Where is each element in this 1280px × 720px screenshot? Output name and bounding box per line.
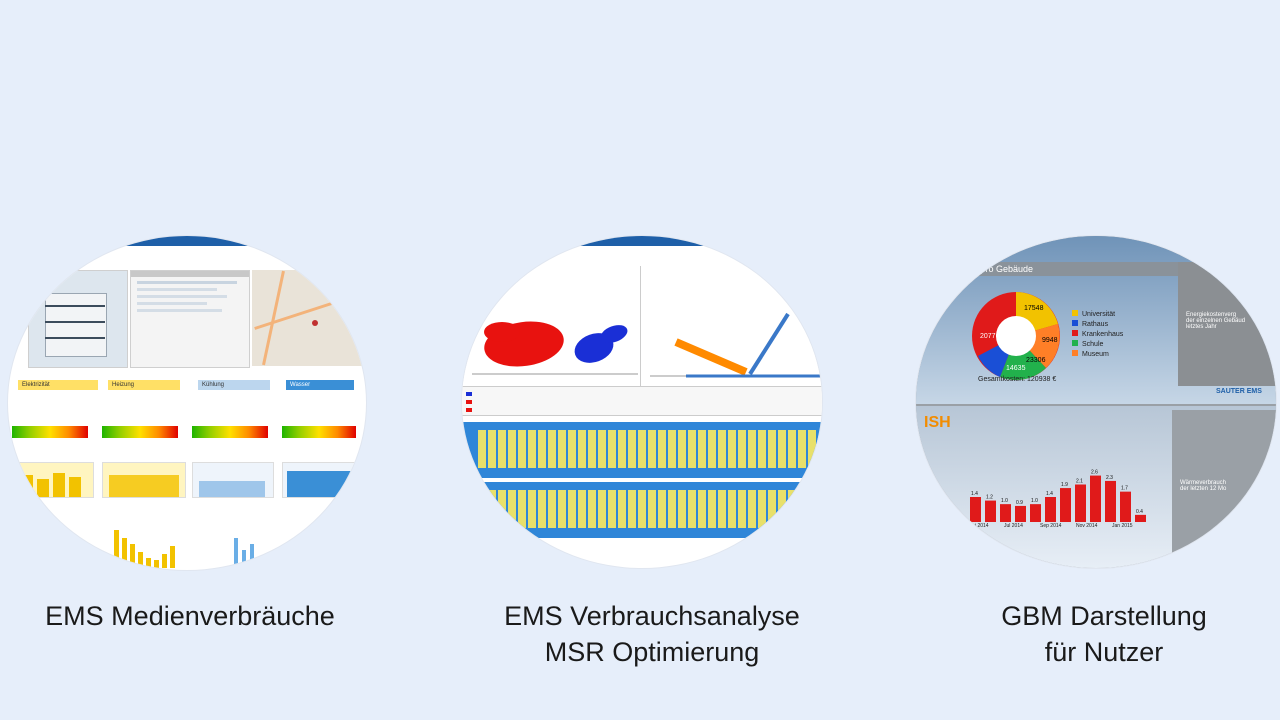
legend-table [462,386,822,416]
heat-bar-label: 1.4 [971,491,978,497]
caption-line: für Nutzer [1044,637,1164,667]
tile-elektrizitat[interactable]: Elektrizität [18,380,98,390]
heat-bar [1135,514,1146,522]
heat-x-tick: Sep 2014 [1040,523,1062,528]
caption-line: GBM Darstellung [1001,601,1207,631]
caption-ems-verbrauchsanalyse[interactable]: EMS Verbrauchsanalyse MSR Optimierung [442,598,862,670]
heat-bar-chart: 1.4 1.2 1.0 0.9 1.0 1.4 1.9 2.1 2.6 2.3 1.7 0.4Mai … [968,470,1146,528]
heat-bar-label: 2.6 [1091,470,1098,476]
timeline-band-2 [462,482,822,538]
heat-bar-label: 0.4 [1136,509,1143,515]
heat-x-tick: Jul 2014 [1004,523,1023,528]
chart-elektrizitat [12,462,94,498]
legend-item: Rathaus [1072,320,1123,330]
thumbnail-ems-medienverbrauche[interactable]: Elektrizität Heizung Kühlung Wasser [8,236,366,570]
heat-bar [1105,480,1116,522]
svg-text:17548: 17548 [1024,305,1044,312]
caption-line: EMS Medienverbräuche [45,601,335,631]
tree-list-panel[interactable] [130,270,250,368]
gauge-bar [12,426,88,438]
tile-wasser[interactable]: Wasser [286,380,354,390]
caption-line: MSR Optimierung [544,637,760,667]
bottom-chart-blue [194,524,274,568]
legend-item: Universität [1072,310,1123,320]
tile-label: Heizung [112,382,135,388]
heat-bar [1060,488,1071,522]
scatter-plot-right [646,266,822,386]
caption-gbm-darstellung[interactable]: GBM Darstellung für Nutzer [894,598,1280,670]
heat-bar-label: 1.4 [1046,491,1053,497]
side-info-panel: Energiekostenverg der einzelnen Gebäud l… [1178,262,1276,386]
heat-bar-label: 1.9 [1061,482,1068,488]
gauge-bar [102,426,178,438]
heat-bar [1045,497,1056,522]
heat-panel: ISH 1.4 1.2 1.0 0.9 1.0 1.4 1.9 2.1 2.6 2.3 1.7 0.4… [916,406,1276,568]
heat-bar [1000,504,1011,522]
heat-x-tick: Mai 2014 [968,523,989,528]
thumbnail-gbm-darstellung[interactable]: osten pro Gebäude 17548 20776 9948 14635… [916,236,1276,568]
svg-text:23306: 23306 [1026,357,1046,364]
caption-line: EMS Verbrauchsanalyse [504,601,800,631]
costs-header: osten pro Gebäude [916,262,1216,276]
ish-logo: ISH [924,414,951,431]
total-costs: Gesamtkosten: 120938 € [978,376,1057,383]
svg-text:20776: 20776 [980,333,1000,340]
tile-kuhlung[interactable]: Kühlung [198,380,270,390]
svg-text:14635: 14635 [1006,365,1026,372]
tile-label: Elektrizität [22,382,50,388]
map-marker-icon[interactable] [312,320,318,326]
window-titlebar [8,236,366,246]
tile-label: Wasser [290,382,311,388]
heat-bar [1120,491,1131,522]
heat-bar [970,497,981,522]
heat-bar [1015,505,1026,522]
costs-panel: osten pro Gebäude 17548 20776 9948 14635… [916,236,1276,404]
map-view[interactable] [252,270,362,366]
pie-chart: 17548 20776 9948 14635 23306 [972,292,1060,380]
heat-x-tick: Jan 2015 [1112,523,1133,528]
svg-text:9948: 9948 [1042,337,1058,344]
chart-heizung [102,462,186,498]
heat-bar-label: 1.0 [1031,498,1038,504]
scatter-plot-left [462,266,641,386]
heat-x-tick: Nov 2014 [1076,523,1098,528]
chart-wasser [282,462,360,498]
window-titlebar [462,236,822,246]
legend-item: Krankenhaus [1072,330,1123,340]
tile-label: Kühlung [202,382,225,388]
pie-legend: Universität Rathaus Krankenhaus Schule M… [1072,310,1123,360]
bottom-chart-yellow [104,524,186,568]
gauge-bar [282,426,356,438]
heat-bar [1030,504,1041,522]
heat-bar-label: 2.3 [1106,475,1113,481]
heat-bar-label: 1.7 [1121,486,1128,492]
tile-heizung[interactable]: Heizung [108,380,180,390]
heat-bar [1075,484,1086,522]
heat-bar-label: 1.2 [986,495,993,501]
caption-ems-medienverbrauche[interactable]: EMS Medienverbräuche [0,598,400,634]
heat-bar [985,500,996,522]
legend-item: Museum [1072,350,1123,360]
gauge-bar [192,426,268,438]
heat-bar [1090,475,1101,522]
heat-side-panel: Wärmeverbrauch der letzten 12 Mo [1172,410,1276,568]
heat-bar-label: 1.0 [1001,498,1008,504]
building-photo [28,270,128,368]
timeline-band-1 [462,422,822,478]
sauter-ems-logo: SAUTER EMS [1216,388,1262,395]
thumbnail-ems-verbrauchsanalyse[interactable] [462,236,822,568]
media-tiles-row: Elektrizität Heizung Kühlung Wasser [14,376,364,398]
chart-kuhlung [192,462,274,498]
heat-bar-label: 2.1 [1076,479,1083,485]
heat-bar-label: 0.9 [1016,500,1023,506]
legend-item: Schule [1072,340,1123,350]
